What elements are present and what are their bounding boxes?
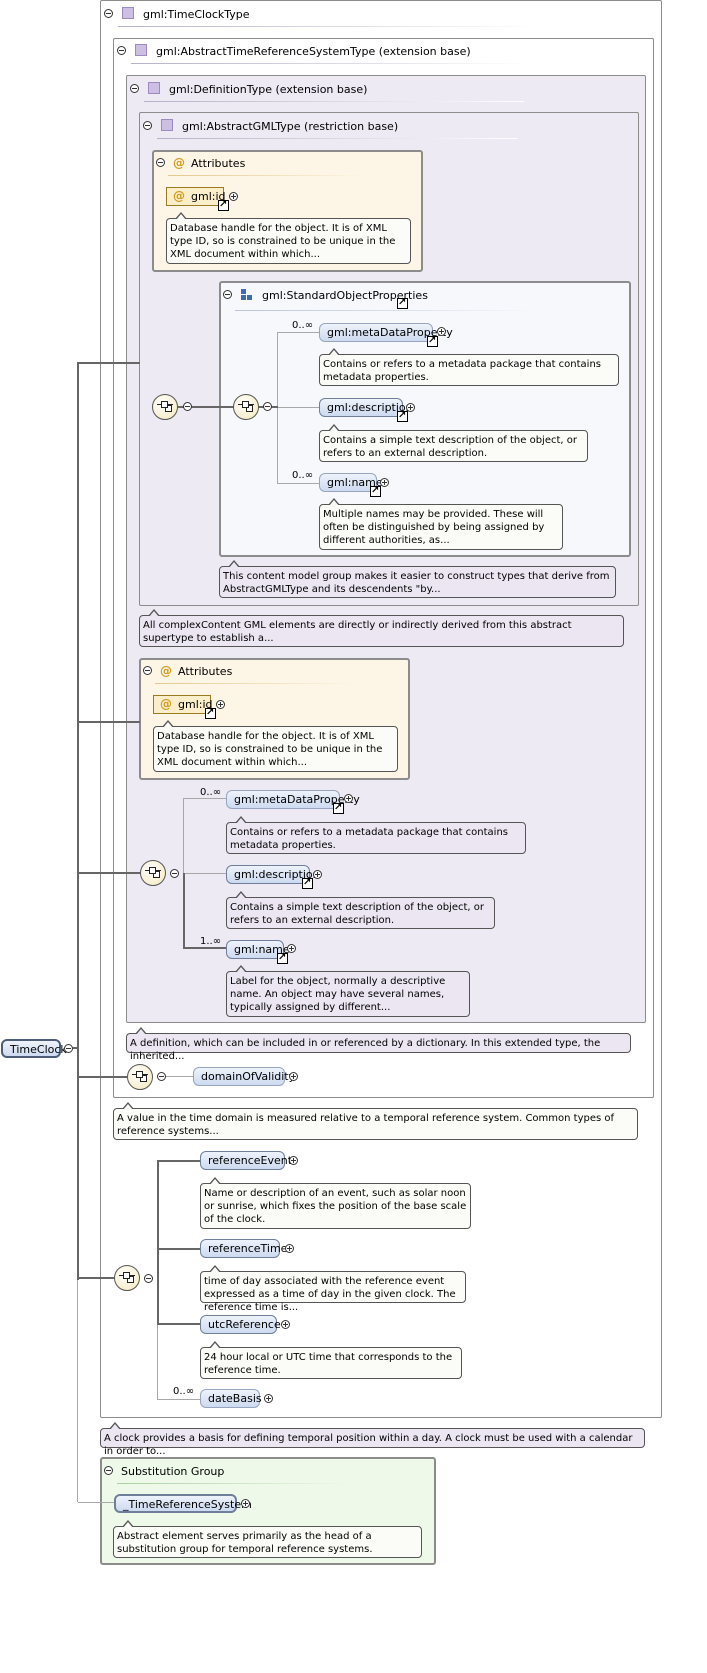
definition-gml-id-doc: Database handle for the object. It is of… bbox=[153, 720, 398, 772]
collapse-substitution-group[interactable] bbox=[104, 1466, 113, 1475]
name-link-icon[interactable] bbox=[370, 484, 381, 498]
group-icon bbox=[241, 289, 253, 301]
collapse-standard-object-properties[interactable] bbox=[223, 290, 232, 299]
expand-date-basis[interactable] bbox=[264, 1394, 273, 1403]
definition-attributes-title: Attributes bbox=[178, 665, 233, 678]
utc-reference-doc: 24 hour local or UTC time that correspon… bbox=[200, 1341, 462, 1379]
expand-definition-gml-id[interactable] bbox=[216, 700, 225, 709]
expand-time-reference-system[interactable] bbox=[241, 1499, 250, 1508]
collapse-time-clock[interactable] bbox=[64, 1044, 73, 1053]
name-multiplicity: 0..∞ bbox=[292, 470, 314, 481]
sequence-compositor[interactable] bbox=[152, 394, 178, 420]
metadata-multiplicity: 0..∞ bbox=[292, 320, 314, 331]
def-name-multiplicity: 1..∞ bbox=[200, 936, 222, 947]
name-doc: Multiple names may be provided. These wi… bbox=[319, 498, 563, 550]
expand-def-description[interactable] bbox=[313, 870, 322, 879]
gml-name-element[interactable]: gml:name bbox=[319, 473, 383, 492]
sequence-compositor[interactable] bbox=[233, 394, 259, 420]
time-clock-type-title: gml:TimeClockType bbox=[143, 8, 250, 21]
collapse-abstract-gml-type[interactable] bbox=[143, 121, 152, 130]
expand-def-name[interactable] bbox=[287, 944, 296, 953]
expand-metadata-property[interactable] bbox=[437, 327, 446, 336]
complex-type-icon bbox=[122, 7, 134, 19]
description-doc: Contains a simple text description of th… bbox=[319, 424, 588, 462]
metadata-link-icon[interactable] bbox=[427, 334, 438, 348]
date-basis-element[interactable]: dateBasis bbox=[200, 1389, 262, 1408]
clock-sequence-compositor[interactable] bbox=[114, 1265, 140, 1291]
expand-def-metadata[interactable] bbox=[344, 794, 353, 803]
standard-object-properties-doc: This content model group makes it easier… bbox=[219, 560, 616, 598]
metadata-doc: Contains or refers to a metadata package… bbox=[319, 348, 619, 386]
standard-object-properties-title: gml:StandardObjectProperties bbox=[262, 289, 428, 302]
expand-utc-reference[interactable] bbox=[281, 1320, 290, 1329]
expand-reference-time[interactable] bbox=[285, 1244, 294, 1253]
definition-sequence-compositor[interactable] bbox=[140, 860, 166, 886]
date-basis-multiplicity: 0..∞ bbox=[173, 1386, 195, 1397]
def-name-element[interactable]: gml:name bbox=[226, 940, 290, 959]
complex-type-icon bbox=[161, 119, 173, 131]
utc-reference-element[interactable]: utcReference bbox=[200, 1315, 281, 1334]
collapse-gml-attributes[interactable] bbox=[156, 158, 165, 167]
expand-domain-of-validity[interactable] bbox=[289, 1072, 298, 1081]
def-metadata-property-element[interactable]: gml:metaDataProperty bbox=[226, 790, 360, 809]
collapse-trs-sequence[interactable] bbox=[157, 1072, 166, 1081]
def-metadata-link-icon[interactable] bbox=[333, 801, 344, 815]
reference-event-element[interactable]: referenceEvent bbox=[200, 1151, 292, 1170]
attribute-icon: @ bbox=[160, 664, 172, 678]
def-name-link-icon[interactable] bbox=[277, 951, 288, 965]
expand-gml-id[interactable] bbox=[229, 192, 238, 201]
def-description-doc: Contains a simple text description of th… bbox=[226, 891, 495, 929]
collapse-definition-type[interactable] bbox=[130, 84, 139, 93]
def-name-doc: Label for the object, normally a descrip… bbox=[226, 965, 470, 1017]
collapse-definition-attributes[interactable] bbox=[143, 666, 152, 675]
time-reference-system-element[interactable]: _TimeReferenceSystem bbox=[114, 1494, 252, 1513]
def-metadata-doc: Contains or refers to a metadata package… bbox=[226, 816, 526, 854]
reference-event-doc: Name or description of an event, such as… bbox=[200, 1177, 471, 1229]
domain-of-validity-element[interactable]: domainOfValidity bbox=[193, 1067, 295, 1086]
collapse-definition-sequence[interactable] bbox=[170, 869, 179, 878]
attribute-icon: @ bbox=[173, 156, 185, 170]
gml-description-element[interactable]: gml:description bbox=[319, 398, 413, 417]
gml-metadata-property-element[interactable]: gml:metaDataProperty bbox=[319, 323, 453, 342]
collapse-abstract-trs-type[interactable] bbox=[117, 46, 126, 55]
complex-type-icon bbox=[135, 44, 147, 56]
def-description-element[interactable]: gml:description bbox=[226, 865, 320, 884]
expand-description[interactable] bbox=[406, 403, 415, 412]
definition-gml-id-link-icon[interactable] bbox=[205, 706, 216, 720]
gml-attributes-title: Attributes bbox=[191, 157, 246, 170]
complex-type-icon bbox=[148, 82, 160, 94]
definition-gml-id-attribute[interactable]: @gml:id bbox=[153, 695, 213, 714]
def-metadata-multiplicity: 0..∞ bbox=[200, 787, 222, 798]
gml-id-link-icon[interactable] bbox=[218, 198, 229, 212]
gml-id-attribute[interactable]: @gml:id bbox=[166, 187, 226, 206]
substitution-group-title: Substitution Group bbox=[121, 1465, 225, 1478]
standard-object-properties-link-icon[interactable] bbox=[397, 296, 408, 310]
time-clock-type-doc: A clock provides a basis for defining te… bbox=[100, 1422, 645, 1457]
expand-reference-event[interactable] bbox=[289, 1156, 298, 1165]
time-clock-root-element[interactable]: TimeClock bbox=[1, 1039, 67, 1058]
definition-type-title: gml:DefinitionType (extension base) bbox=[169, 83, 368, 96]
abstract-gml-type-title: gml:AbstractGMLType (restriction base) bbox=[182, 120, 399, 133]
trs-sequence-compositor[interactable] bbox=[127, 1064, 153, 1090]
description-link-icon[interactable] bbox=[397, 409, 408, 423]
collapse-time-clock-type[interactable] bbox=[104, 9, 113, 18]
trs-type-doc: A value in the time domain is measured r… bbox=[113, 1102, 638, 1140]
abstract-gml-type-doc: All complexContent GML elements are dire… bbox=[139, 609, 624, 647]
def-description-link-icon[interactable] bbox=[302, 876, 313, 890]
substitution-doc: Abstract element serves primarily as the… bbox=[113, 1520, 422, 1558]
collapse-sequence[interactable] bbox=[263, 402, 272, 411]
abstract-trs-type-title: gml:AbstractTimeReferenceSystemType (ext… bbox=[156, 45, 471, 58]
collapse-sequence[interactable] bbox=[183, 402, 192, 411]
reference-time-element[interactable]: referenceTime bbox=[200, 1239, 287, 1258]
collapse-clock-sequence[interactable] bbox=[144, 1274, 153, 1283]
reference-time-doc: time of day associated with the referenc… bbox=[200, 1265, 466, 1313]
gml-id-doc: Database handle for the object. It is of… bbox=[166, 212, 411, 264]
expand-name[interactable] bbox=[380, 478, 389, 487]
definition-type-doc: A definition, which can be included in o… bbox=[126, 1027, 631, 1062]
